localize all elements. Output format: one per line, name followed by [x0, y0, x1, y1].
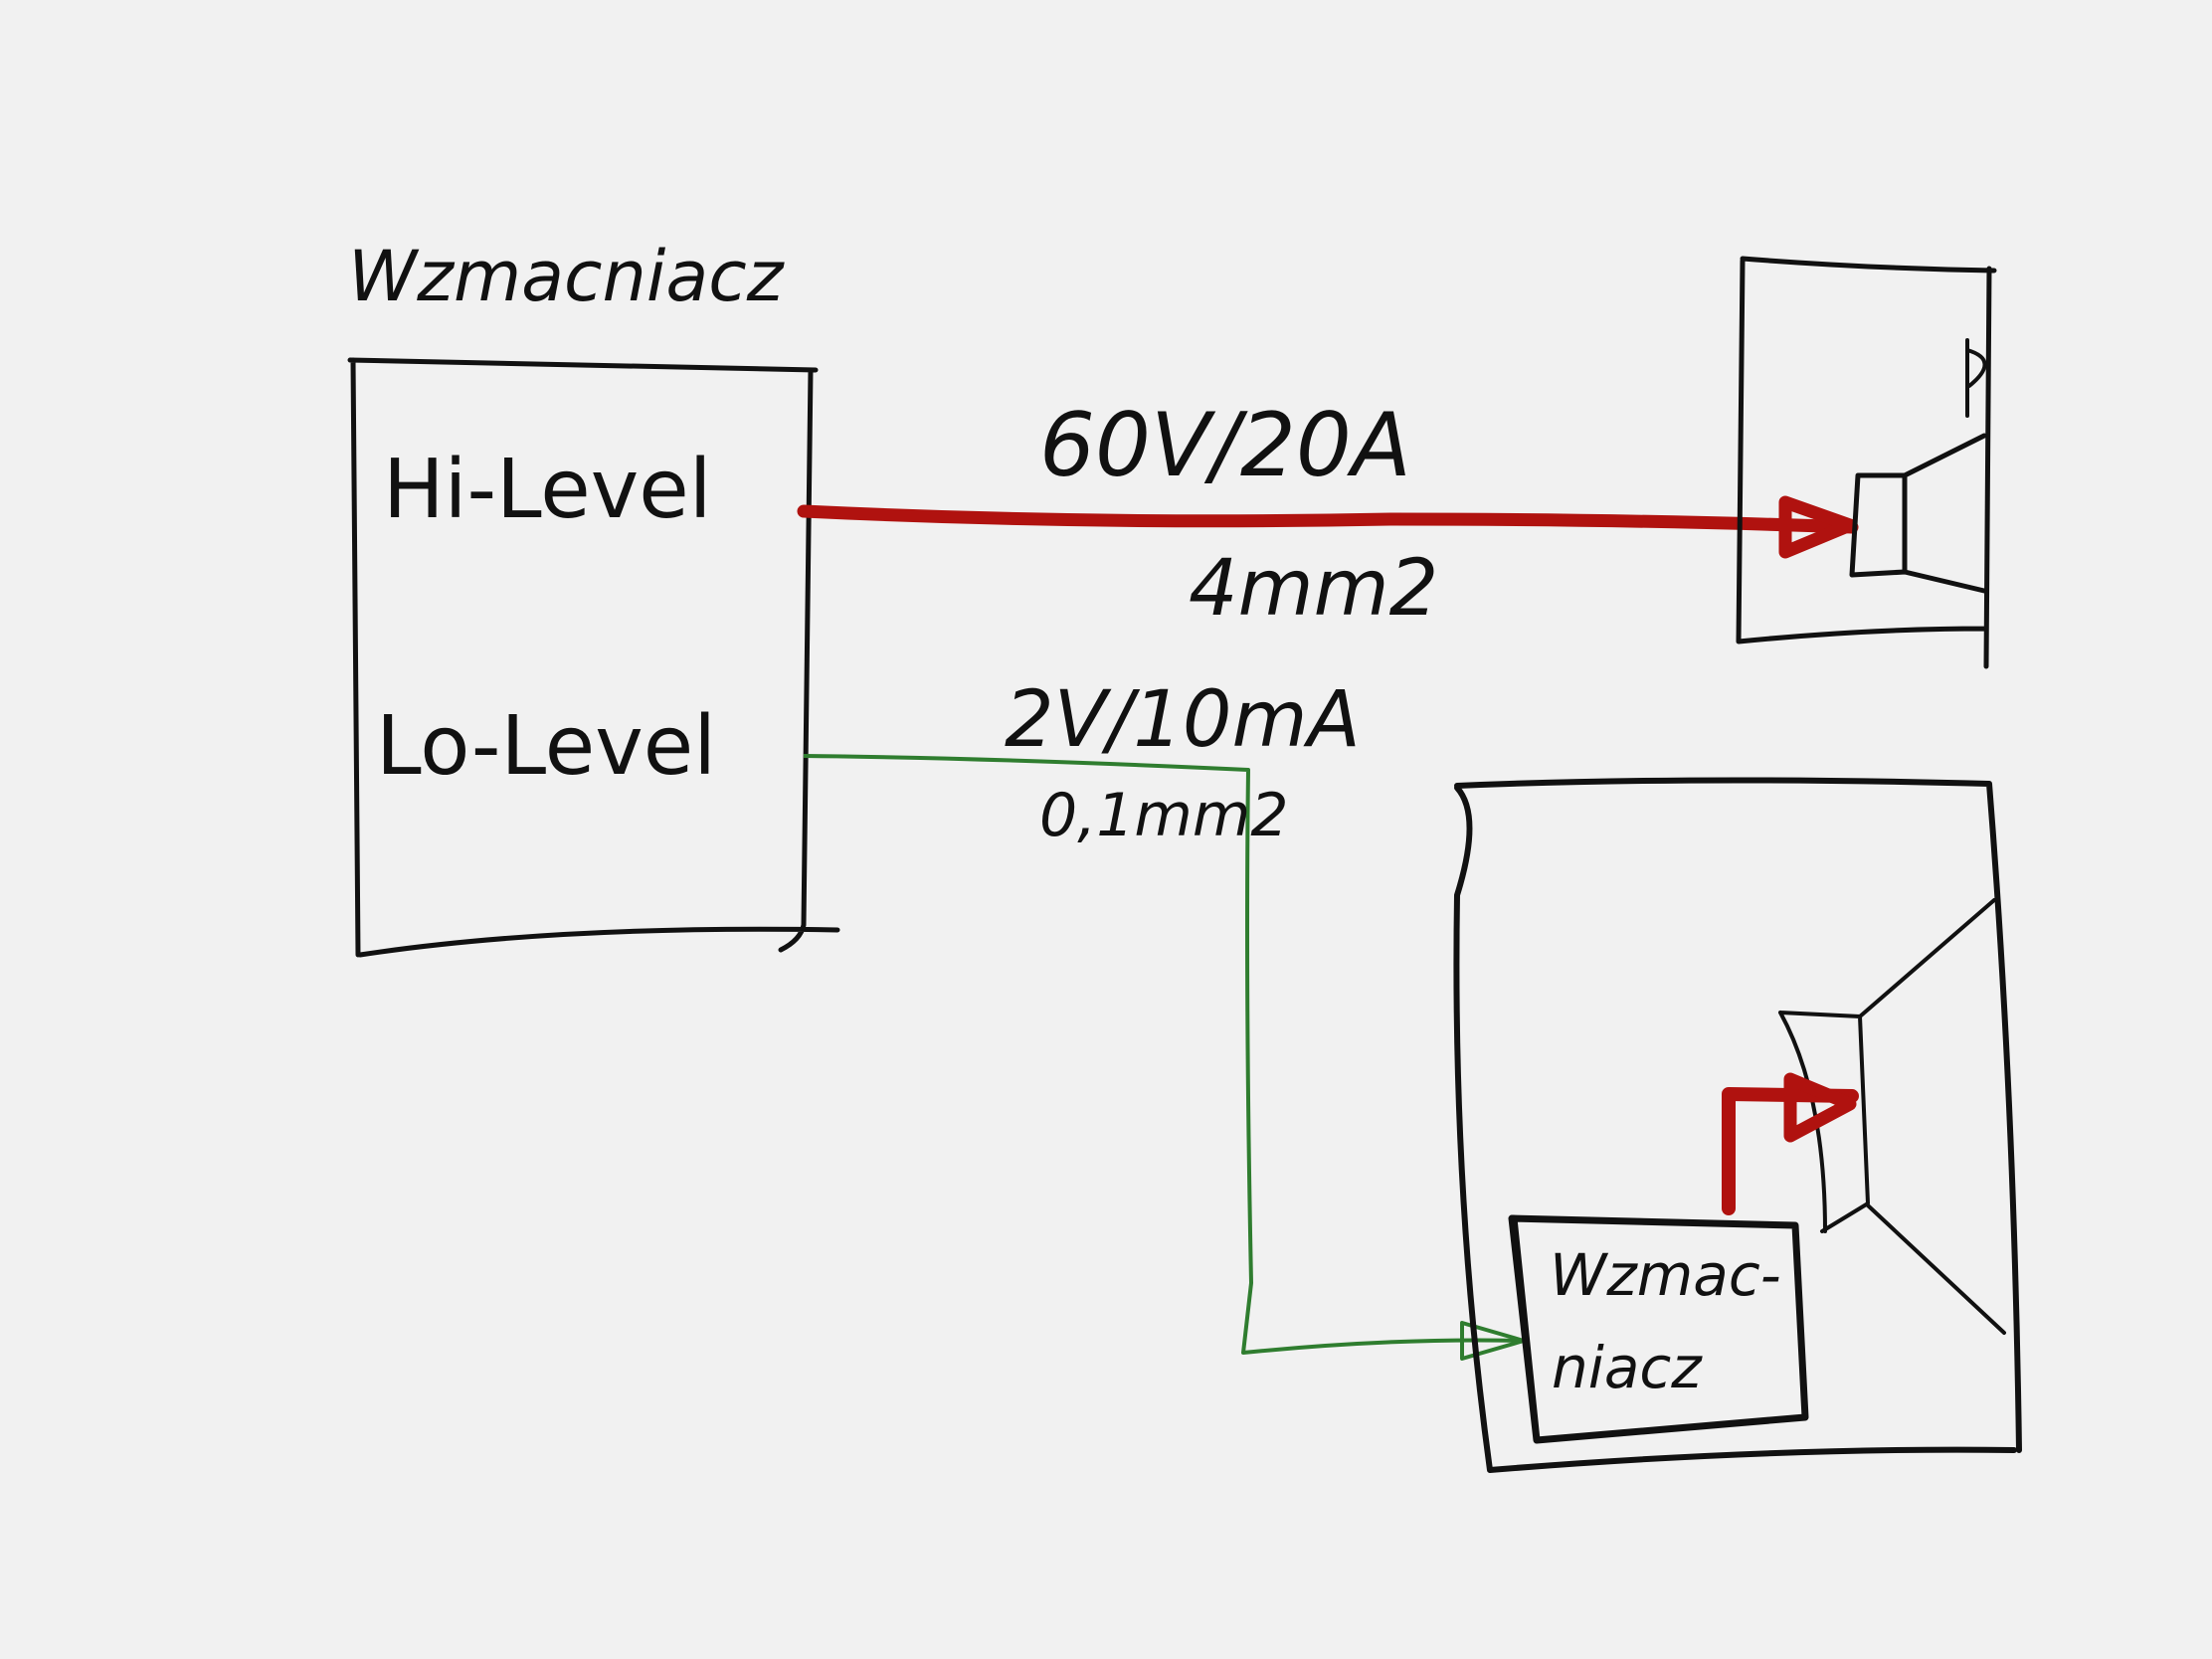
hi-level-label: Hi-Level [383, 443, 711, 537]
passive-speaker-port-icon [1965, 338, 1987, 418]
active-speaker-driver [1778, 898, 2006, 1335]
amplifier-title: Wzmacniacz [348, 236, 786, 317]
passive-speaker-driver [1849, 433, 1987, 594]
high-level-wire [797, 504, 1859, 534]
low-level-wire-arrow [1460, 1321, 1526, 1361]
low-level-cross-section: 0,1mm2 [1039, 781, 1289, 850]
high-level-cross-section: 4mm2 [1189, 544, 1438, 634]
internal-amp-wire-arrow [1783, 1072, 1857, 1143]
high-level-spec: 60V/20A [1039, 394, 1411, 496]
amplifier-box [347, 357, 840, 958]
internal-amp-wire [1722, 1087, 1859, 1215]
internal-amplifier-box [1508, 1214, 1809, 1444]
low-level-spec: 2V/10mA [1005, 675, 1361, 765]
active-speaker-cabinet [1453, 777, 2022, 1473]
high-level-wire-arrow [1778, 495, 1857, 559]
lo-level-label: Lo-Level [376, 699, 716, 794]
passive-speaker-cabinet [1736, 256, 1997, 669]
internal-amplifier-label-line1: Wzmac- [1550, 1241, 1781, 1309]
low-level-wire [803, 754, 1523, 1355]
internal-amplifier-label-line2: niacz [1552, 1334, 1703, 1401]
